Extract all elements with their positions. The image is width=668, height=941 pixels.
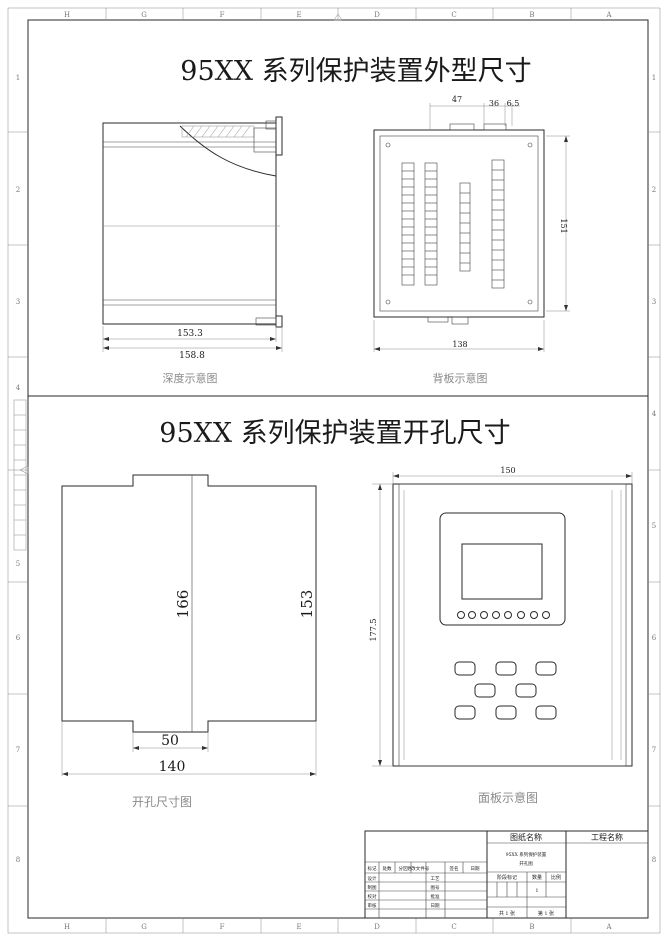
cutout-view: 166 153 50 140 开孔尺寸图 (61, 474, 317, 809)
dim-front-height: 177.5 (369, 619, 378, 642)
zone-number-right: 4 (652, 410, 657, 418)
dim-front-width: 150 (500, 466, 515, 475)
caption-cutout-view: 开孔尺寸图 (132, 795, 192, 809)
zone-letter-bottom: F (220, 923, 225, 931)
zone-number-right: 3 (652, 298, 656, 306)
zone-number-right: 7 (652, 746, 656, 754)
zone-number-left: 5 (16, 560, 20, 568)
zone-number-right: 2 (652, 186, 656, 194)
keypad-button (474, 683, 496, 698)
zone-letter-top: G (141, 11, 147, 19)
header-zone: 分区 (399, 865, 408, 872)
drawing-name-line1: 95XX 系列保护装置 (506, 851, 547, 858)
dim-back-top-a: 47 (452, 95, 462, 104)
indicator-leds (457, 611, 550, 619)
dim-back-width: 138 (452, 340, 467, 349)
sheet-number: 第 1 张 (538, 910, 554, 917)
dim-back-top-b: 36 (489, 99, 499, 108)
quantity-label: 数量 (532, 874, 542, 881)
zone-number-right: 6 (652, 634, 657, 642)
zone-letter-top: A (605, 11, 612, 19)
zone-number-right: 5 (652, 522, 656, 530)
scale-label: 比例 (551, 874, 561, 881)
row-role-draft: 制图 (368, 884, 377, 891)
zone-letter-top: D (374, 11, 380, 19)
stage-mark-label: 阶段标记 (497, 874, 517, 881)
title-cutout-dimensions: 95XX 系列保护装置开孔尺寸 (159, 418, 510, 449)
row-role-check: 校对 (368, 893, 377, 900)
zone-number-left: 4 (16, 384, 21, 392)
caption-front-view: 面板示意图 (478, 790, 538, 805)
zone-number-right: 8 (652, 856, 656, 864)
dim-back-top-c: 6.5 (507, 99, 520, 108)
row-role-design: 设计 (368, 875, 377, 882)
zone-number-left: 7 (16, 746, 20, 754)
title-block: 图纸名称 工程名称 95XX 系列保护装置 开孔图 标记 处数 分区 更改文件号… (364, 830, 649, 919)
zone-number-right: 1 (652, 74, 656, 82)
zone-letter-top: B (529, 11, 534, 19)
caption-back-view: 背板示意图 (433, 371, 488, 385)
zone-letter-bottom: E (296, 923, 301, 931)
zone-number-left: 6 (16, 634, 21, 642)
row-field-process: 工艺 (431, 876, 440, 882)
caption-depth-view: 深度示意图 (163, 371, 218, 385)
keypad-button (454, 661, 476, 676)
depth-view: 153.3 158.8 深度示意图 (102, 116, 283, 385)
row-field-drawing-no: 图号 (431, 885, 440, 891)
row-field-date: 日期 (431, 903, 440, 909)
row-field-approve: 批准 (431, 893, 440, 900)
dim-cutout-height-outer: 166 (174, 590, 192, 619)
project-name-label: 工程名称 (591, 832, 623, 842)
keypad-button (495, 661, 517, 676)
zone-number-left: 8 (16, 856, 20, 864)
keypad-button (515, 683, 537, 698)
zone-letter-top: E (296, 11, 301, 19)
quantity-value: 1 (535, 888, 538, 894)
dim-back-height: 151 (559, 218, 568, 233)
terminal-block-right (491, 159, 505, 289)
terminal-block-left (401, 162, 438, 286)
keypad-button (535, 661, 557, 676)
sheet-frame: H G F E D C B A H G F E D C B A 1 2 3 4 … (7, 7, 661, 934)
zone-letter-bottom: H (64, 923, 70, 931)
zone-number-left: 1 (16, 74, 20, 82)
header-signature: 签名 (450, 865, 459, 872)
terminal-block-middle (459, 182, 471, 272)
dim-cutout-height-inner: 153 (298, 590, 316, 619)
zone-letter-bottom: A (605, 923, 612, 931)
dim-cutout-notch: 50 (161, 733, 179, 749)
drawing-name-label: 图纸名称 (510, 832, 542, 842)
front-panel-view: 150 177.5 面板示意图 (369, 466, 633, 805)
dim-cutout-width: 140 (159, 759, 186, 775)
header-change-doc: 更改文件号 (407, 865, 430, 872)
zone-letter-top: F (220, 11, 225, 19)
zone-letter-top: H (64, 11, 70, 19)
depth-view-hatch (181, 125, 255, 138)
header-mark: 标记 (368, 865, 377, 872)
zone-letter-top: C (451, 11, 456, 19)
keypad-button (454, 705, 476, 720)
zone-letter-bottom: G (141, 923, 147, 931)
zone-letter-bottom: C (451, 923, 456, 931)
zone-letter-bottom: B (529, 923, 534, 931)
header-date: 日期 (471, 866, 480, 872)
title-outline-dimensions: 95XX 系列保护装置外型尺寸 (180, 56, 531, 87)
zone-number-left: 2 (16, 186, 20, 194)
sheet-total: 共 1 张 (499, 910, 515, 917)
dim-depth-inner: 153.3 (177, 329, 203, 339)
row-role-review: 审核 (368, 902, 377, 909)
header-count: 处数 (383, 865, 392, 872)
back-panel-view: 47 36 6.5 151 138 背板示意图 (373, 95, 570, 385)
zone-letter-bottom: D (374, 923, 380, 931)
zone-number-left: 3 (16, 298, 20, 306)
keypad-button (535, 705, 557, 720)
keypad-button (495, 705, 517, 720)
drawing-name-line2: 开孔图 (519, 860, 533, 867)
dim-depth-outer: 158.8 (179, 351, 205, 361)
